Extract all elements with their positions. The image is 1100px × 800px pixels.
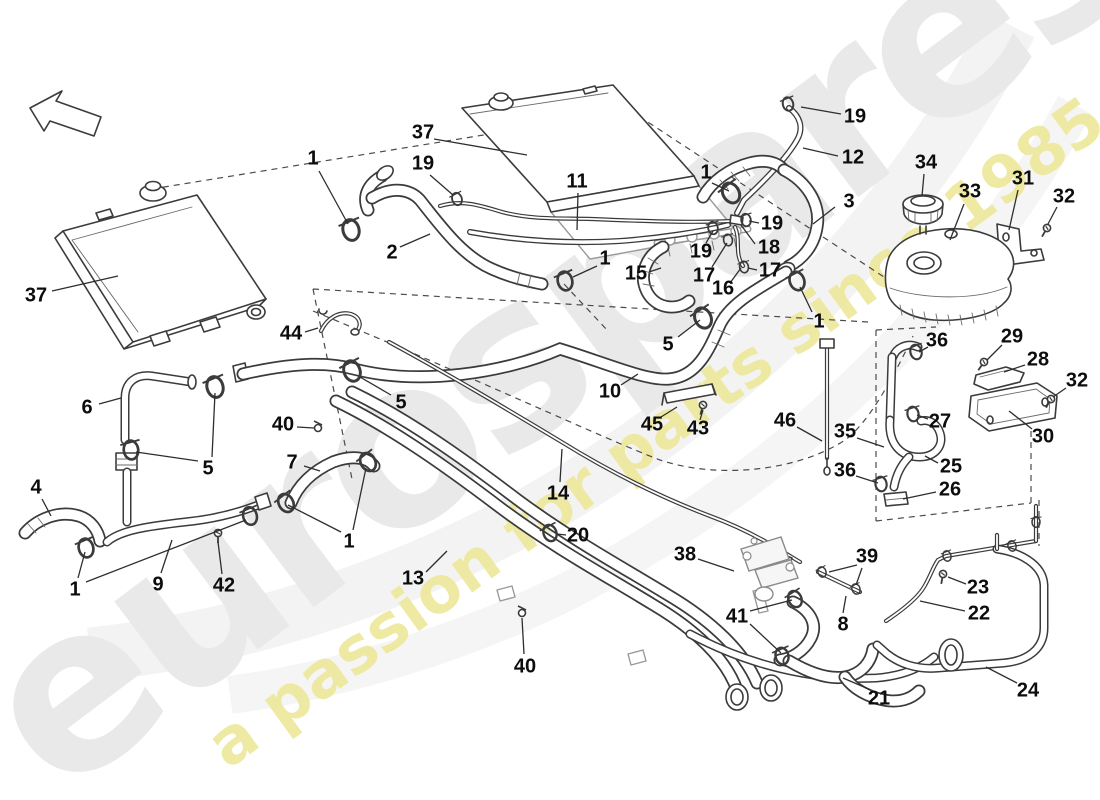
tank-cap [902, 194, 944, 235]
pipe-8 [815, 569, 863, 595]
part-label-46: 46 [773, 409, 797, 432]
part-label-20: 20 [566, 524, 590, 547]
pipe-24 [872, 532, 1049, 673]
part-label-34: 34 [914, 151, 938, 174]
radiator-left [54, 180, 267, 350]
part-label-17: 17 [758, 259, 782, 282]
hose-9 [102, 492, 272, 547]
part-label-3: 3 [843, 190, 855, 213]
part-label-44: 44 [279, 322, 303, 345]
bracket-30 [968, 382, 1058, 432]
hose-7 [284, 451, 381, 510]
part-label-15: 15 [624, 262, 648, 285]
part-label-1: 1 [307, 147, 319, 170]
part-label-5: 5 [395, 391, 407, 414]
part-label-27: 27 [928, 410, 952, 433]
part-label-41: 41 [725, 605, 749, 628]
part-label-12: 12 [841, 146, 865, 169]
part-6 [115, 371, 197, 527]
part-label-37: 37 [24, 284, 48, 307]
hose-21 [782, 642, 926, 708]
hose-2 [359, 165, 549, 291]
part-label-11: 11 [566, 170, 588, 193]
part-label-42: 42 [212, 574, 236, 597]
part-label-22: 22 [967, 602, 991, 625]
part-label-38: 38 [673, 543, 697, 566]
hose-bundle-13 [329, 385, 939, 711]
part-label-10: 10 [598, 380, 622, 403]
part-label-5: 5 [662, 333, 674, 356]
part-label-26: 26 [938, 478, 962, 501]
part-label-30: 30 [1031, 425, 1055, 448]
part-label-19: 19 [760, 212, 784, 235]
part-label-40: 40 [513, 655, 537, 678]
part-label-9: 9 [152, 573, 164, 596]
part-label-18: 18 [757, 236, 781, 259]
part-label-2: 2 [386, 241, 398, 264]
part-label-32: 32 [1052, 185, 1076, 208]
hose-41 [773, 595, 820, 667]
part-label-16: 16 [711, 277, 735, 300]
part-label-13: 13 [401, 567, 425, 590]
part-label-21: 21 [867, 687, 891, 710]
part-label-7: 7 [286, 451, 298, 474]
bracket-28 [973, 366, 1025, 391]
part-label-23: 23 [966, 576, 990, 599]
part-label-28: 28 [1026, 348, 1050, 371]
part-label-33: 33 [958, 180, 982, 203]
leader-lines-layer [41, 106, 1067, 691]
part-label-1: 1 [69, 578, 81, 601]
expansion-tank [884, 227, 1015, 326]
pipe-11 [437, 201, 734, 246]
part-label-45: 45 [640, 413, 664, 436]
part-label-40: 40 [271, 413, 295, 436]
part-label-1: 1 [343, 530, 355, 553]
part-label-19: 19 [411, 152, 435, 175]
part-label-24: 24 [1016, 679, 1040, 702]
part-label-19: 19 [843, 105, 867, 128]
part-label-14: 14 [546, 482, 570, 505]
part-label-8: 8 [837, 613, 849, 636]
part-label-19: 19 [689, 240, 713, 263]
part-label-5: 5 [202, 457, 214, 480]
hose-4 [18, 507, 107, 548]
valve-38 [740, 536, 799, 602]
part-label-17: 17 [692, 264, 716, 287]
part-label-32: 32 [1065, 369, 1089, 392]
part-label-36: 36 [833, 459, 857, 482]
part-label-36: 36 [925, 329, 949, 352]
part-label-31: 31 [1011, 167, 1035, 190]
pipe-12 [734, 105, 804, 216]
part-label-39: 39 [855, 545, 879, 568]
bracket-45 [661, 383, 717, 406]
part-label-4: 4 [30, 476, 42, 499]
rod-46 [819, 338, 835, 476]
direction-arrow-icon [29, 90, 102, 137]
part-label-35: 35 [833, 420, 857, 443]
part-label-1: 1 [599, 247, 611, 270]
part-label-29: 29 [1000, 325, 1024, 348]
part-label-43: 43 [686, 417, 710, 440]
part-label-37: 37 [411, 121, 435, 144]
pipe-44 [318, 308, 362, 336]
hose-22 [883, 503, 1039, 624]
part-label-1: 1 [813, 310, 825, 333]
part-label-1: 1 [700, 161, 712, 184]
watermark-swoosh [87, 12, 1035, 683]
hose-10 [232, 265, 793, 386]
part-label-6: 6 [81, 396, 93, 419]
part-label-25: 25 [939, 455, 963, 478]
